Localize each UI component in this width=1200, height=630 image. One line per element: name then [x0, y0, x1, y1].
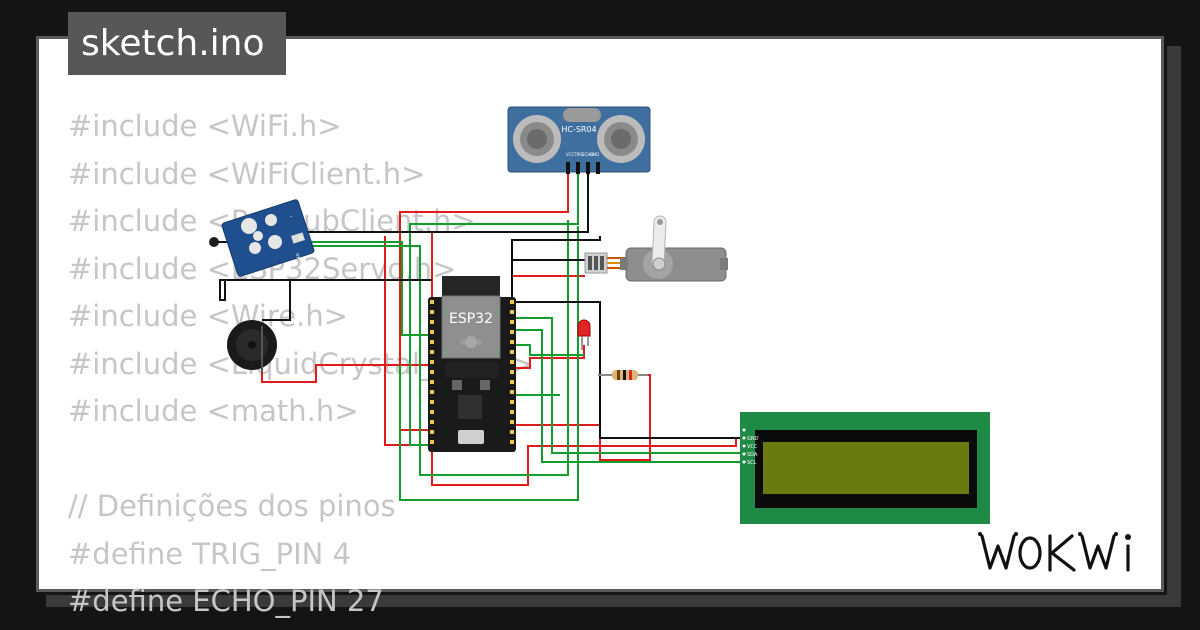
- lcd-pin-label: SCL: [747, 460, 757, 466]
- esp32-board[interactable]: ESP32: [428, 276, 516, 452]
- wire-green: [512, 317, 740, 454]
- esp32-pins-right: [510, 300, 514, 444]
- wire-black: [512, 301, 744, 439]
- ultrasonic-sensor[interactable]: HC-SR04 VCC TRIG ECHO GND: [507, 106, 651, 174]
- wires: [219, 172, 744, 501]
- buzzer[interactable]: [227, 320, 277, 372]
- temperature-sensor-module[interactable]: - + S: [209, 199, 315, 277]
- esp32-pins-left: [430, 300, 434, 444]
- code-line: #include <math.h>: [68, 394, 359, 428]
- ultrasonic-label: HC-SR04: [561, 125, 596, 134]
- ultrasonic-pin-label: TRIG: [573, 152, 584, 157]
- wire-black: [300, 172, 589, 233]
- code-line: #define TRIG_PIN 4: [68, 536, 352, 571]
- lcd-pin-label: VCC: [747, 444, 758, 450]
- wire-green: [300, 220, 569, 476]
- wire-green: [300, 241, 432, 336]
- wire-green: [399, 226, 579, 501]
- wokwi-logo: [978, 532, 1131, 572]
- wire-black: [262, 280, 291, 321]
- sensor-pin-label: -: [290, 213, 292, 220]
- code-line: #include <Wire.h>: [68, 299, 349, 333]
- resistor[interactable]: [598, 370, 648, 380]
- ultrasonic-pin-label: ECHO: [582, 152, 593, 157]
- sensor-pin-label: S: [296, 253, 300, 260]
- file-tab[interactable]: sketch.ino: [68, 12, 286, 75]
- wire-black: [511, 236, 601, 300]
- wire-red: [512, 374, 651, 461]
- sensor-pin-label: +: [298, 235, 303, 242]
- wire-red: [261, 364, 432, 383]
- code-line: #include <WiFi.h>: [68, 109, 342, 143]
- lcd-pin-label: GND: [747, 436, 759, 442]
- card-shadow-right: [1167, 46, 1181, 602]
- code-line: #include <WiFiClient.h>: [68, 156, 426, 191]
- lcd-display[interactable]: GND VCC SDA SCL: [740, 412, 990, 524]
- ultrasonic-pin-label: GND: [590, 152, 599, 157]
- wire-red: [512, 345, 585, 369]
- lcd-pin-label: SDA: [747, 452, 758, 458]
- sensor-module-pin-labels: - + S: [290, 213, 303, 260]
- ultrasonic-pin-labels: VCC TRIG ECHO GND: [566, 152, 599, 157]
- lcd-pin-dots: [742, 428, 746, 464]
- wire-green: [409, 172, 579, 446]
- esp32-label: ESP32: [449, 311, 493, 327]
- wire-red: [384, 236, 432, 446]
- card-shadow-bottom: [46, 595, 1181, 607]
- wire-green: [512, 344, 584, 356]
- ultrasonic-pin-label: VCC: [566, 152, 575, 157]
- led-red[interactable]: [577, 319, 591, 350]
- servo-motor[interactable]: [584, 215, 728, 282]
- code-line: #define ECHO_PIN 27: [68, 584, 384, 618]
- lcd-pin-labels: GND VCC SDA SCL: [747, 436, 759, 466]
- code-line: // Definições dos pinos: [68, 489, 396, 523]
